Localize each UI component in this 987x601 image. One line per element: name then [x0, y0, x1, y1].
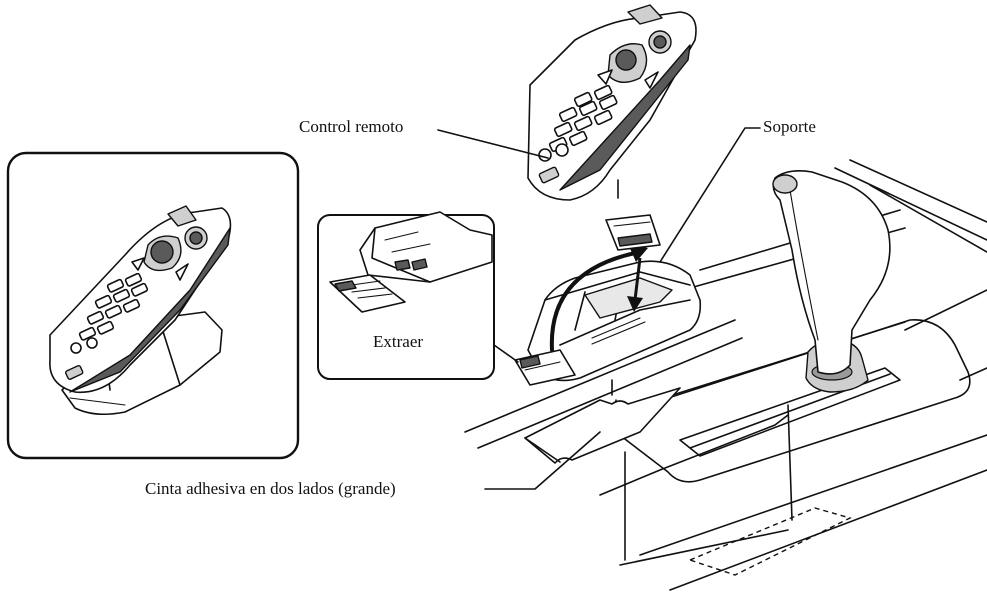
- assembled-inset: [6, 151, 300, 460]
- adhesive-tape-label: Cinta adhesiva en dos lados (grande): [145, 479, 396, 498]
- assembled-remote-buttons: [65, 257, 189, 380]
- car-console: [464, 159, 987, 591]
- remote-leader-line: [437, 129, 549, 159]
- holder-illustration: [514, 179, 702, 409]
- adhesive-tape-illustration: [524, 387, 681, 464]
- remove-label: Extraer: [373, 332, 424, 351]
- remote-control-illustration: [527, 4, 697, 201]
- tape-leader-line: [484, 431, 601, 490]
- remote-control-label: Control remoto: [299, 117, 404, 136]
- remove-inset: [317, 211, 519, 380]
- remote-buttons: [538, 69, 659, 184]
- holder-leader-line: [659, 127, 761, 263]
- holder-label: Soporte: [763, 117, 816, 136]
